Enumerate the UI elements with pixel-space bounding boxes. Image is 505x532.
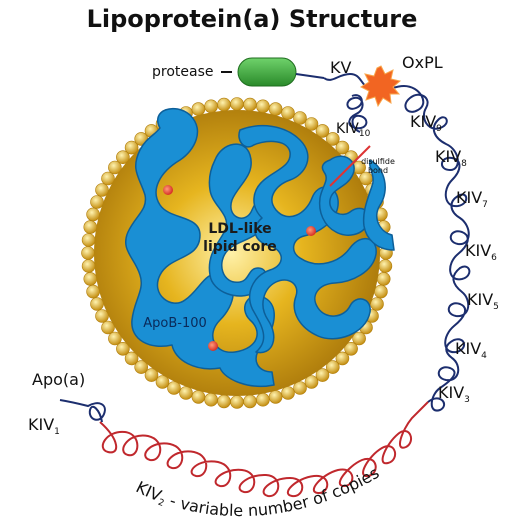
protease-link — [295, 73, 325, 79]
surface-bead — [293, 111, 307, 125]
surface-bead — [304, 117, 319, 131]
kiv9-label: KIV9 — [410, 112, 442, 134]
surface-bead — [81, 233, 96, 247]
disulfide-label-line1: disulfide — [361, 157, 395, 166]
surface-bead — [108, 331, 122, 346]
kiv1-label: KIV1 — [28, 415, 60, 437]
kiv8-label: KIV8 — [435, 147, 467, 169]
apoa-label: Apo(a) — [32, 370, 85, 389]
apob-ribbon — [125, 107, 395, 388]
kiv7-label: KIV7 — [456, 188, 488, 210]
page-title: Lipoprotein(a) Structure — [87, 5, 418, 33]
surface-bead — [243, 97, 257, 112]
surface-bead — [378, 259, 393, 273]
surface-bead — [179, 386, 193, 400]
surface-bead — [83, 272, 98, 286]
kiv10-label: KIV10 — [336, 121, 371, 139]
surface-bead — [281, 106, 295, 120]
surface-bead — [204, 392, 218, 407]
kiv10-loops — [346, 94, 368, 133]
surface-bead — [230, 395, 244, 409]
surface-bead — [108, 160, 122, 175]
surface-bead — [191, 102, 206, 116]
surface-bead — [81, 246, 95, 260]
protease-label: protease — [152, 64, 214, 80]
surface-bead — [167, 381, 181, 395]
core-label-line1: LDL-like — [208, 221, 271, 237]
core-label-line2: lipid core — [203, 239, 277, 255]
surface-bead — [81, 259, 96, 273]
surface-bead — [90, 297, 104, 311]
surface-bead — [101, 320, 115, 335]
surface-bead — [376, 272, 391, 286]
protease-shape — [237, 57, 297, 87]
oxpl-starburst — [359, 65, 402, 108]
kiv6-label: KIV6 — [465, 241, 497, 263]
surface-bead — [124, 140, 139, 155]
surface-bead — [335, 140, 350, 155]
surface-bead — [256, 392, 270, 407]
surface-bead — [281, 386, 295, 400]
surface-bead — [144, 368, 159, 382]
surface-bead — [293, 381, 307, 395]
surface-bead — [256, 99, 270, 114]
surface-bead — [243, 394, 257, 409]
kiv2-chain — [99, 401, 429, 498]
apob-label: ApoB-100 — [143, 316, 207, 331]
surface-bead — [95, 183, 109, 197]
surface-bead — [374, 284, 388, 299]
apob-dots — [163, 185, 316, 351]
surface-bead — [315, 368, 330, 382]
surface-bead — [325, 132, 340, 146]
surface-bead — [315, 124, 330, 138]
kiv4-label: KIV4 — [455, 339, 487, 361]
surface-bead — [95, 309, 109, 323]
surface-bead — [268, 390, 283, 404]
surface-bead — [155, 375, 170, 389]
surface-bead — [101, 171, 115, 186]
surface-bead — [116, 150, 130, 164]
surface-bead — [325, 360, 340, 374]
surface-bead — [352, 331, 366, 346]
surface-bead — [217, 394, 231, 409]
surface-bead — [370, 297, 384, 311]
apoa-start — [59, 399, 106, 423]
oxpl-label: OxPL — [402, 53, 443, 72]
surface-bead — [304, 375, 319, 389]
surface-bead — [134, 360, 148, 374]
surface-bead — [344, 341, 358, 356]
surface-bead — [217, 97, 231, 112]
surface-bead — [86, 284, 100, 299]
apoa-navy-chain — [323, 72, 471, 412]
surface-bead — [268, 102, 283, 116]
surface-bead — [83, 220, 98, 234]
surface-bead — [86, 207, 100, 222]
surface-bead — [191, 390, 206, 404]
surface-bead — [124, 351, 139, 366]
surface-bead — [90, 195, 104, 209]
kv-label: KV — [330, 58, 351, 77]
disulfide-bond-line — [329, 145, 371, 187]
surface-bead — [116, 341, 130, 356]
surface-bead — [230, 97, 244, 111]
disulfide-label-line2: bond — [368, 166, 388, 175]
surface-bead — [204, 99, 218, 114]
kiv5-label: KIV5 — [467, 290, 499, 312]
kiv3-label: KIV3 — [438, 383, 470, 405]
surface-bead — [335, 351, 350, 366]
